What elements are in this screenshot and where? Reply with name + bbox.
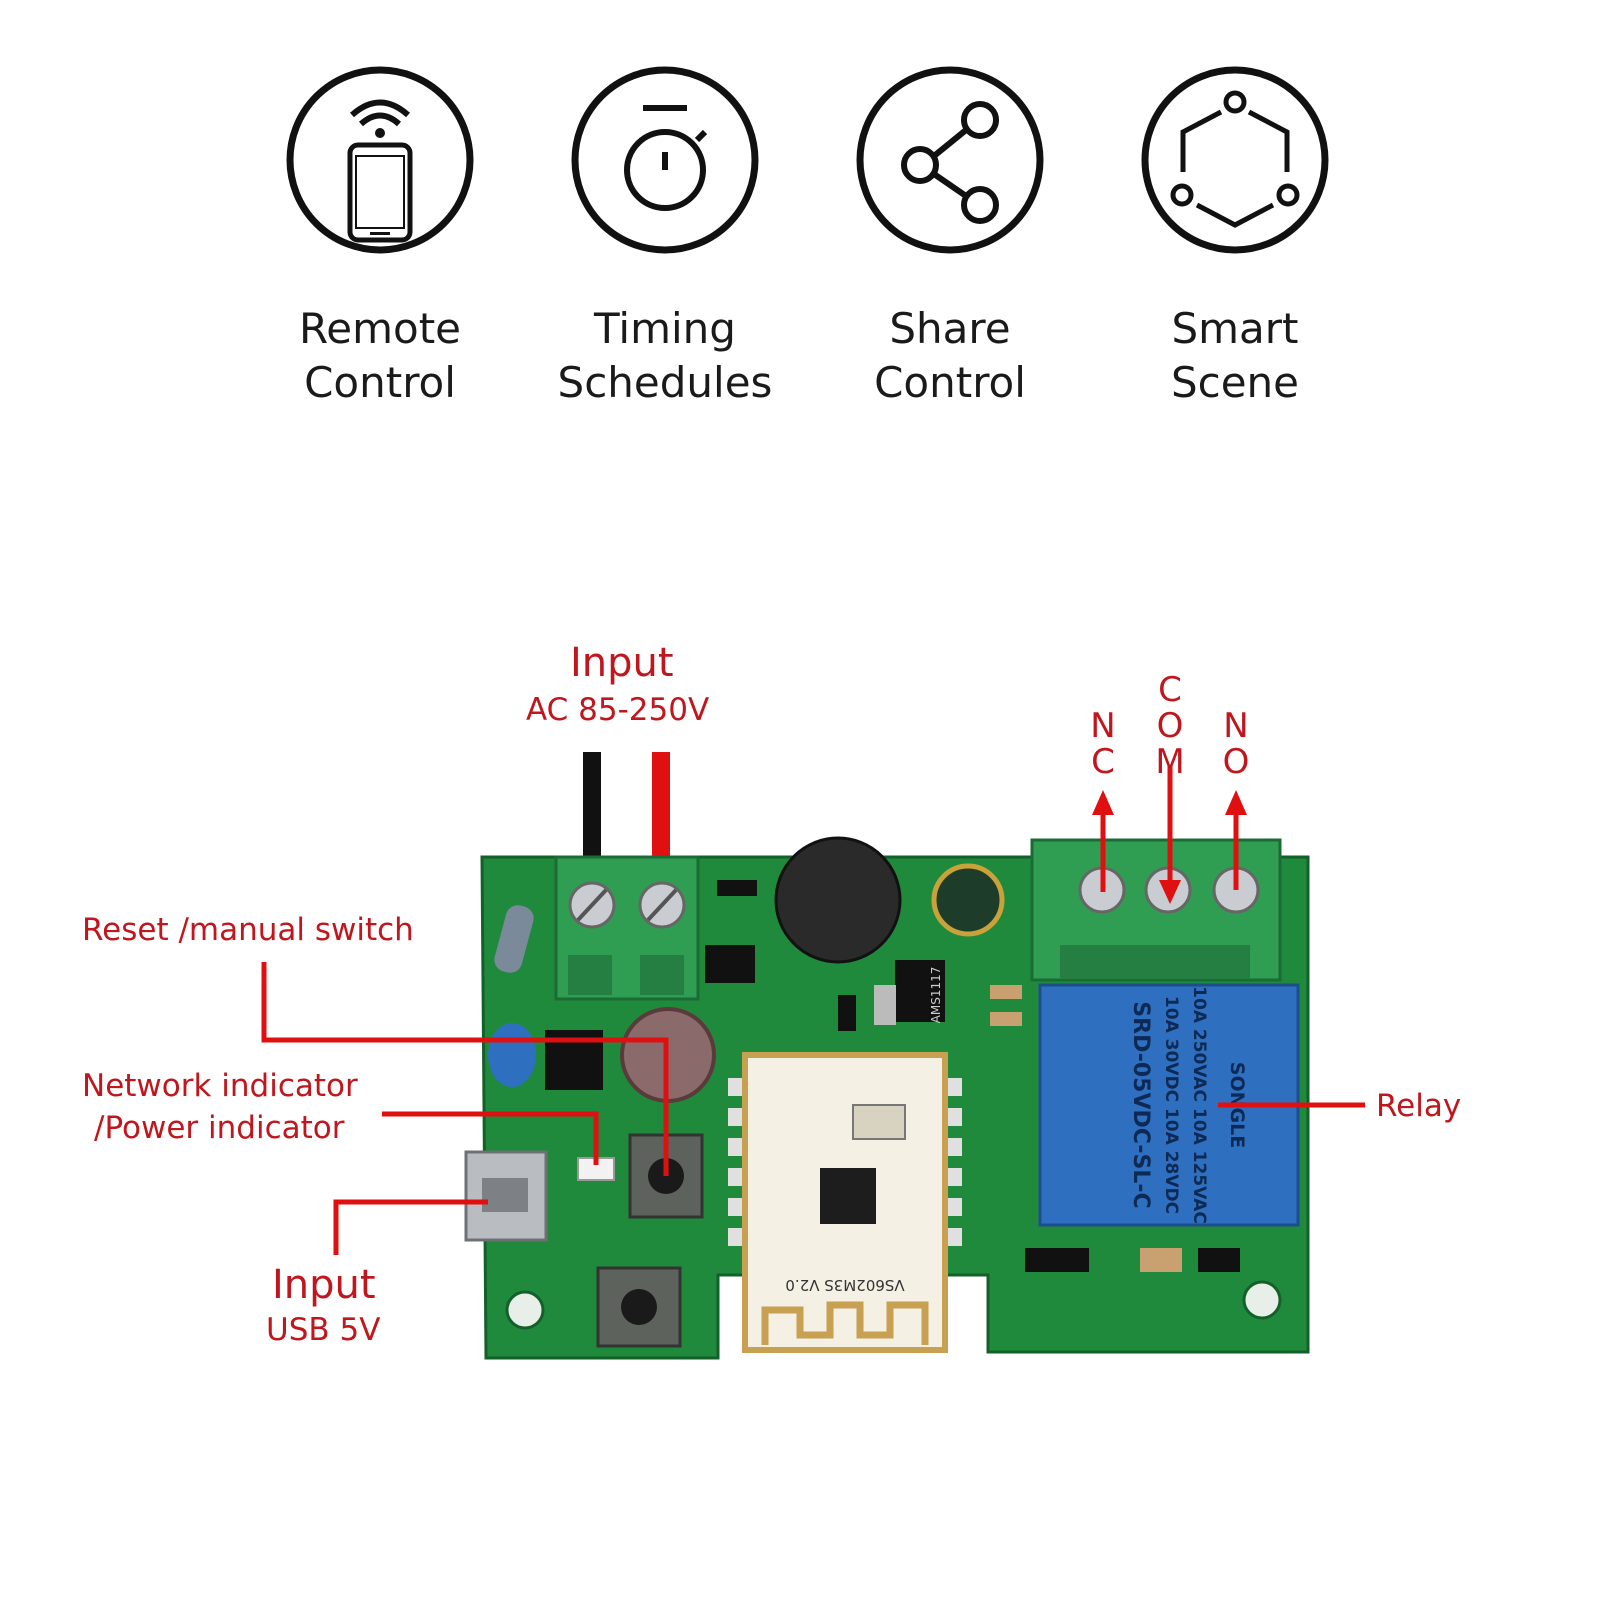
mount-hole [505, 1290, 545, 1330]
reset-label: Reset /manual switch [82, 912, 414, 948]
neutral-wire [583, 752, 601, 862]
diode [717, 880, 757, 896]
usb-opening [482, 1178, 528, 1212]
wifi-module: VS602M3S V2.0 [742, 1052, 948, 1353]
relay-terminal [1030, 838, 1282, 982]
com-label-c: C [1158, 670, 1182, 710]
relay-model: SRD-05VDC-SL-C [1128, 1001, 1153, 1208]
com-label-o: O [1156, 706, 1184, 746]
no-label-o: O [1222, 742, 1250, 782]
mount-hole [1242, 1280, 1282, 1320]
usb-input-spec: USB 5V [266, 1312, 381, 1348]
reset-leader [261, 962, 669, 1176]
ac-input-title: Input [570, 640, 674, 686]
nc-label-n: N [1090, 706, 1116, 746]
resistor [494, 905, 534, 973]
ac-input-spec: AC 85-250V [526, 692, 710, 728]
regulator-text: AMS1117 [929, 967, 943, 1024]
indicator-leader [382, 1111, 599, 1165]
smd-resistor [990, 1012, 1022, 1026]
no-label-n: N [1223, 706, 1249, 746]
no-arrowhead [1225, 790, 1247, 815]
smd-part [1140, 1248, 1182, 1272]
second-button-part [596, 1266, 682, 1348]
module-pads [728, 1078, 962, 1246]
smd-part [1198, 1248, 1240, 1272]
usb-input-title: Input [272, 1262, 376, 1308]
y-capacitor [488, 1023, 536, 1087]
share-icon [856, 66, 1044, 254]
nc-label-c: C [1091, 742, 1115, 782]
capacitor [931, 863, 1005, 937]
module-label: VS602M3S V2.0 [785, 1276, 904, 1294]
voltage-regulator [895, 960, 945, 1022]
callout-lines [261, 765, 1365, 1255]
nc-arrowhead [1092, 790, 1114, 815]
phone-wifi-icon [286, 66, 474, 254]
relay-rating-1: 10A 250VAC 10A 125VAC [1189, 986, 1209, 1224]
relay-label: Relay [1376, 1088, 1462, 1124]
relay-rating-2: 10A 30VDC 10A 28VDC [1161, 996, 1181, 1214]
com-label-m: M [1155, 742, 1185, 782]
inductor [774, 836, 902, 964]
transistor [705, 945, 755, 983]
ac-input-terminal [554, 855, 700, 1001]
usb-leader [333, 1199, 488, 1255]
smd-part [1025, 1248, 1089, 1272]
com-arrowhead [1159, 880, 1181, 904]
regulator-tab [874, 985, 896, 1025]
live-wire [652, 752, 670, 862]
smd-resistor [990, 985, 1022, 999]
indicator-label-2: /Power indicator [94, 1110, 345, 1146]
stopwatch-icon [571, 66, 759, 254]
scene-icon [1141, 66, 1329, 254]
indicator-label-1: Network indicator [82, 1068, 358, 1104]
diode [838, 995, 856, 1031]
